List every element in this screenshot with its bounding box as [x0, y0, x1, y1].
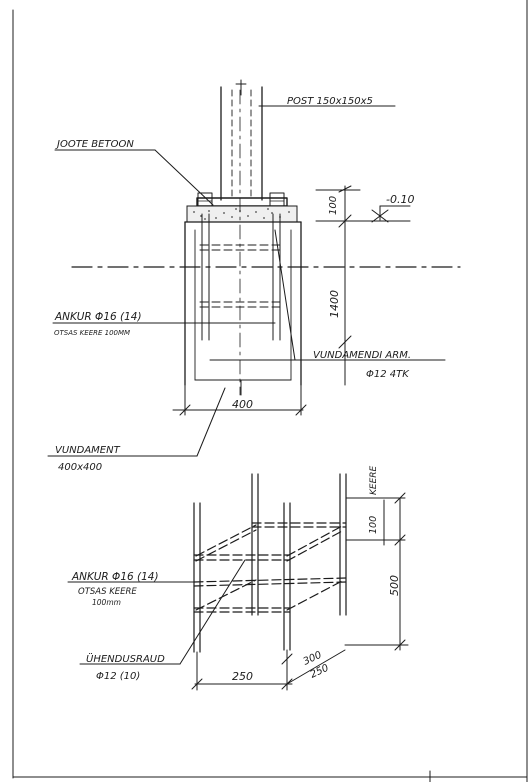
rebar-spec: Φ12 4TK [366, 369, 410, 380]
bottom-anchor-label: ANKUR Φ16 (14) [71, 571, 159, 583]
dim-depth-label: 1400 [328, 290, 341, 318]
post-label: POST 150x150x5 [287, 96, 373, 107]
bottom-height-dimension [344, 492, 409, 651]
anchor-label: ANKUR Φ16 (14) [54, 311, 142, 323]
grout-label: JOOTE BETOON [55, 139, 134, 150]
bottom-dim-depth-2: 250 [309, 663, 331, 681]
foundation-block [184, 221, 302, 386]
bottom-dim-width-label: 250 [232, 670, 253, 683]
dim-height-label: 500 [388, 575, 401, 596]
anchor-note: OTSAS KEERE 100MM [54, 329, 130, 337]
bottom-width-dimension [191, 649, 346, 691]
rebar-label: VUNDAMENDI ARM. [313, 350, 411, 361]
rebar-leader [209, 229, 446, 361]
center-lines [71, 89, 461, 396]
foundation-label: VUNDAMENT [55, 445, 121, 456]
link-leader [79, 559, 246, 665]
link-label: ÜHENDUSRAUD [86, 652, 165, 665]
dim-thread-label: 100 [368, 516, 379, 534]
sheet-frame [12, 0, 528, 782]
foundation-leader [47, 387, 226, 457]
bottom-anchor-note-2: 100mm [92, 598, 121, 607]
width-dimension [172, 384, 307, 416]
level-mark [315, 189, 411, 223]
dim-width-label: 400 [232, 398, 253, 411]
foundation-rebar [199, 213, 284, 341]
foundation-size: 400x400 [58, 462, 102, 473]
thread-label: KEERE [369, 465, 379, 495]
level-label: -0.10 [386, 193, 414, 206]
link-spec: Φ12 (10) [96, 671, 140, 682]
post-column [220, 79, 263, 201]
dim-top-label: 100 [328, 196, 339, 215]
anchor-cage [193, 473, 347, 653]
depth-dimension [338, 185, 352, 386]
bottom-anchor-note-1: OTSAS KEERE [78, 587, 137, 597]
grout-leader [54, 149, 214, 206]
